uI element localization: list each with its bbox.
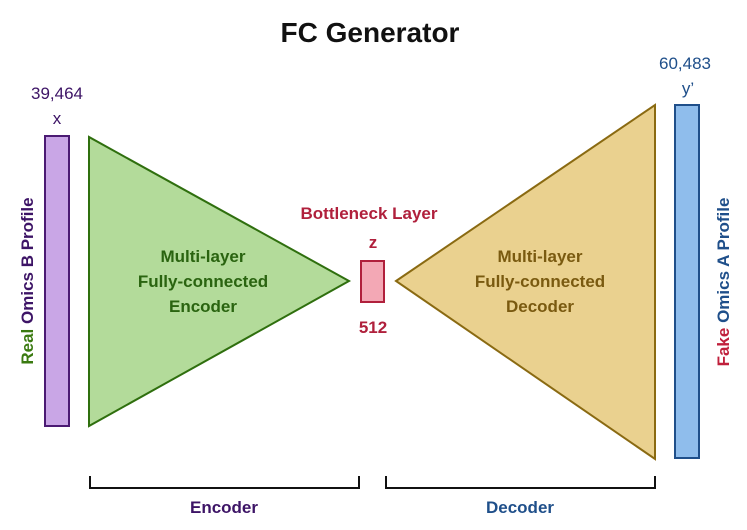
output-vector-bar (674, 104, 700, 459)
input-dimension: 39,464 (31, 84, 83, 103)
decoder-label-line-2: Fully-connected (475, 272, 605, 291)
input-side-label-prefix: Real (18, 329, 37, 365)
decoder-triangle (394, 103, 656, 461)
bottleneck-symbol: z (369, 233, 378, 252)
input-side-label: Real Omics B Profile (18, 197, 37, 364)
diagram-title: FC Generator (281, 17, 460, 48)
encoder-bracket (89, 476, 360, 489)
input-symbol: x (53, 109, 62, 128)
output-side-label-prefix: Fake (714, 328, 733, 367)
output-symbol: y’ (682, 79, 694, 98)
bottleneck-title: Bottleneck Layer (301, 204, 438, 223)
decoder-bracket (385, 476, 656, 489)
encoder-label-line-1: Multi-layer (160, 247, 245, 266)
input-vector-bar (44, 135, 70, 427)
encoder-bracket-label: Encoder (190, 498, 258, 517)
decoder-bracket-label: Decoder (486, 498, 554, 517)
encoder-triangle (88, 135, 352, 428)
input-side-label-rest: Omics B Profile (18, 197, 37, 328)
decoder-label-line-3: Decoder (506, 297, 574, 316)
encoder-label-line-3: Encoder (169, 297, 237, 316)
bottleneck-dimension: 512 (359, 318, 387, 337)
encoder-label-line-2: Fully-connected (138, 272, 268, 291)
output-dimension: 60,483 (659, 54, 711, 73)
output-side-label: Fake Omics A Profile (714, 198, 733, 367)
decoder-label-line-1: Multi-layer (497, 247, 582, 266)
output-side-label-rest: Omics A Profile (714, 198, 733, 328)
bottleneck-block (360, 260, 385, 303)
